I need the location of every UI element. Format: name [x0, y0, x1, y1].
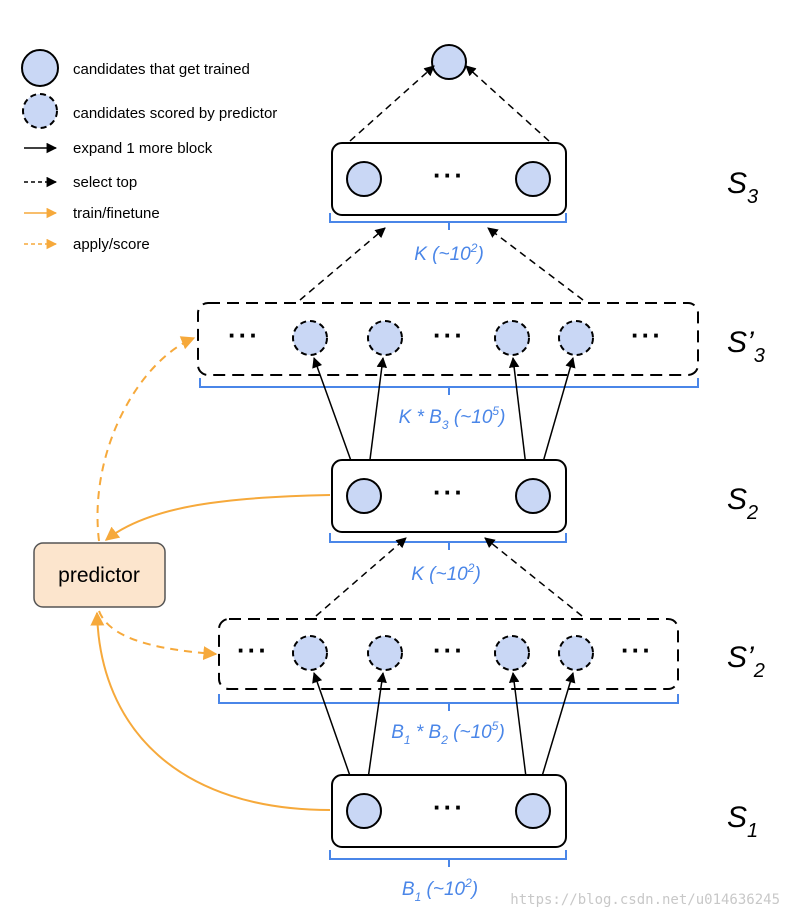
stage-label-s2: S2: [727, 483, 758, 524]
stage-s2-prime: ··· ··· ···: [218, 618, 679, 690]
stage-s1-ellipsis: ···: [433, 792, 465, 822]
stage-s3-prime-node-2: [367, 320, 403, 356]
apply-arrow-to-s2-prime: [98, 610, 218, 661]
stage-s2-node-right: [515, 478, 551, 514]
predictor-label: predictor: [58, 564, 140, 587]
expand-arrow-s1-c: [508, 671, 529, 794]
brace-s1: [329, 850, 567, 867]
stage-label-s2-prime: S’2: [727, 641, 765, 682]
stage-s3: ···: [331, 142, 567, 216]
stage-s2-node-left: [346, 478, 382, 514]
select-arrow-s3-right: [465, 65, 550, 142]
stage-s2: ···: [331, 459, 567, 533]
stage-s2-box: [331, 459, 567, 533]
select-arrow-sp3-right: [487, 227, 584, 301]
stage-label-s1: S1: [727, 801, 758, 842]
stage-s3-prime-ellipsis-mid: ···: [433, 320, 465, 350]
stage-s2-prime-node-3: [494, 635, 530, 671]
top-node: [431, 44, 467, 80]
stage-s3-prime: ··· ··· ···: [197, 302, 699, 376]
brace-s2-prime: [218, 694, 679, 711]
brace-s3-prime-label: K * B3 (~105): [399, 404, 506, 432]
stage-s3-prime-node-4: [558, 320, 594, 356]
apply-arrow-to-s3-prime: [96, 336, 196, 542]
brace-s2: [329, 533, 567, 550]
legend-scored-node-icon: [22, 93, 58, 129]
stage-s3-prime-node-3: [494, 320, 530, 356]
brace-s2-label: K (~102): [411, 561, 481, 585]
legend: candidates that get trained candidates s…: [21, 49, 277, 253]
stage-s3-box: [331, 142, 567, 216]
stage-s2-prime-node-2: [367, 635, 403, 671]
predictor-box: predictor: [33, 542, 166, 608]
select-arrow-s3-left: [349, 65, 435, 142]
stage-s2-prime-ellipsis-mid: ···: [433, 635, 465, 665]
stage-label-s3: S3: [727, 167, 758, 208]
stage-s2-prime-node-4: [558, 635, 594, 671]
stage-s3-node-right: [515, 161, 551, 197]
brace-s2-prime-label: B1 * B2 (~105): [391, 719, 505, 747]
legend-expand-label: expand 1 more block: [73, 140, 213, 157]
stage-s2-prime-node-1: [292, 635, 328, 671]
stage-s3-node-left: [346, 161, 382, 197]
predictor-rect: [33, 542, 166, 608]
stage-s3-prime-ellipsis-right: ···: [631, 320, 663, 350]
legend-apply-label: apply/score: [73, 236, 150, 253]
expand-arrow-s1-d: [536, 671, 576, 794]
select-arrow-sp3-left: [299, 227, 386, 301]
legend-train-label: train/finetune: [73, 205, 160, 222]
legend-trained-label: candidates that get trained: [73, 61, 250, 78]
stage-s1-node-left: [346, 793, 382, 829]
legend-trained-node-icon: [21, 49, 59, 87]
stage-s2-prime-ellipsis-right: ···: [621, 635, 653, 665]
stage-label-s3-prime: S’3: [727, 326, 765, 367]
brace-s3-label: K (~102): [414, 241, 484, 265]
stage-s1: ···: [331, 774, 567, 848]
stage-s2-prime-box: [218, 618, 679, 690]
legend-scored-label: candidates scored by predictor: [73, 105, 277, 122]
expand-arrow-s1-a: [312, 672, 357, 794]
train-arrow-from-s1: [90, 611, 331, 811]
stage-s3-ellipsis: ···: [433, 160, 465, 190]
select-arrow-sp2-right: [484, 537, 583, 617]
brace-s1-label: B1 (~102): [402, 876, 478, 904]
stage-s3-prime-ellipsis-left: ···: [228, 320, 260, 350]
stage-s1-node-right: [515, 793, 551, 829]
brace-s3: [329, 213, 567, 230]
stage-s2-prime-ellipsis-left: ···: [237, 635, 269, 665]
legend-select-label: select top: [73, 174, 137, 191]
stage-s2-ellipsis: ···: [433, 477, 465, 507]
expand-arrow-s1-b: [365, 671, 387, 794]
watermark: https://blog.csdn.net/u014636245: [510, 892, 780, 908]
select-arrow-sp2-left: [315, 537, 407, 617]
train-arrow-from-s2: [104, 494, 331, 541]
brace-s3-prime: [199, 378, 699, 395]
stage-s1-box: [331, 774, 567, 848]
stage-s3-prime-node-1: [292, 320, 328, 356]
